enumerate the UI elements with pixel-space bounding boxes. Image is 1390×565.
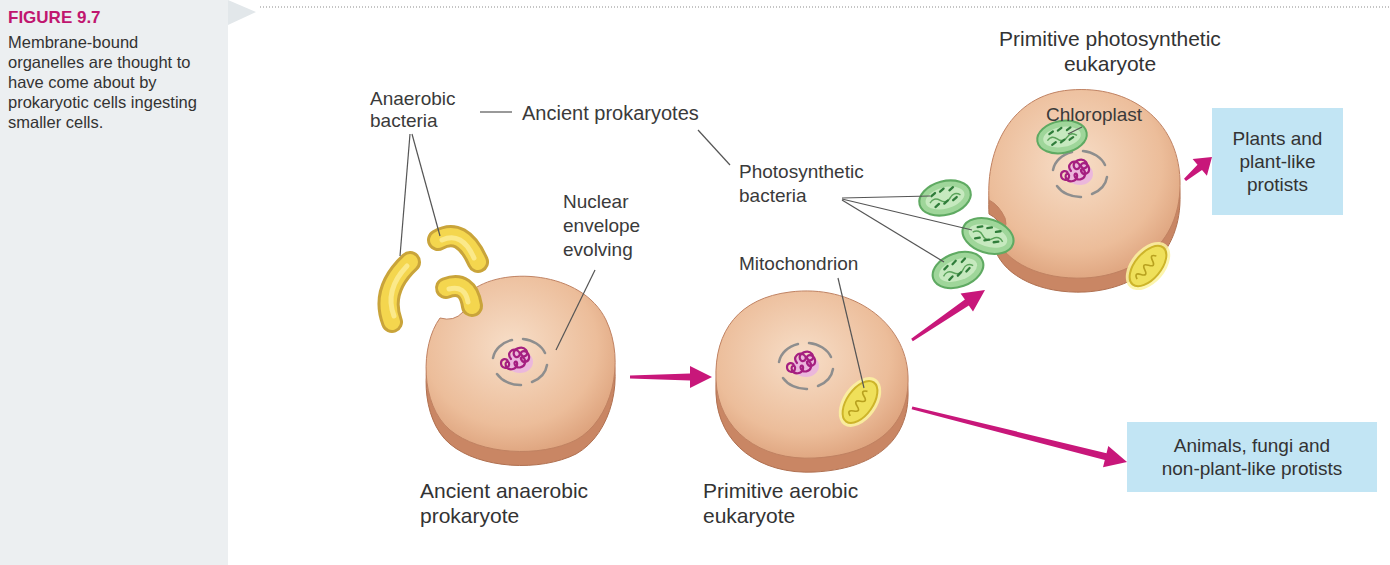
box-content: Animals, fungi and non-plant-like protis… — [1127, 422, 1377, 492]
bacterium-highlight — [391, 266, 407, 316]
bacterium-outline — [438, 236, 478, 262]
part-label: Anaerobic bacteria — [370, 88, 480, 132]
cell-label: Primitive photosynthetic eukaryote — [985, 26, 1235, 76]
part-label: Photosynthetic bacteria — [739, 160, 889, 208]
figure-number: FIGURE 9.7 — [8, 8, 101, 28]
arrow-shape — [912, 406, 1127, 467]
cell-top — [716, 291, 908, 458]
figure-caption: Membrane-bound organelles are thought to… — [8, 32, 208, 132]
part-label: Nuclear envelope evolving — [563, 190, 663, 262]
nucleus — [1053, 151, 1107, 197]
part-label: Mitochondrion — [739, 252, 889, 276]
flow-arrow — [911, 290, 985, 341]
leader-line — [412, 134, 440, 236]
flow-arrow — [630, 366, 712, 388]
box-label: Animals, fungi and non-plant-like protis… — [1156, 434, 1348, 480]
arrow-shape — [911, 290, 985, 341]
leader-line — [400, 134, 410, 256]
caption-panel — [0, 0, 228, 565]
arrow-shape — [630, 366, 712, 388]
photosynthetic-bacterium — [958, 212, 1018, 260]
group-box: Plants and plant-like protists — [1212, 108, 1343, 215]
leader-line — [556, 270, 595, 350]
bacterium-body — [389, 262, 410, 322]
photosynthetic-bacterium — [915, 175, 974, 221]
nucleus — [493, 339, 547, 385]
cell-node: Ancient anaerobic prokaryote — [425, 262, 630, 470]
bacterium-highlight — [449, 288, 468, 302]
bacterium-outline — [446, 286, 472, 306]
cell-top — [989, 90, 1180, 279]
dotted-rule — [260, 7, 1390, 8]
leader-line — [842, 200, 944, 262]
leader-line — [842, 196, 930, 198]
box-content: Plants and plant-like protists — [1212, 108, 1343, 215]
leader-lines — [400, 112, 1082, 388]
leader-line — [842, 199, 972, 230]
photosynthetic-bacteria — [915, 175, 1018, 295]
part-label: Chloroplast — [1046, 103, 1166, 127]
part-label: Ancient prokaryotes — [522, 101, 722, 125]
box-label: Plants and plant-like protists — [1220, 127, 1335, 196]
bacterium-body — [446, 286, 472, 306]
cell-node: Primitive aerobic eukaryote — [712, 285, 912, 477]
bacterium-outline — [389, 262, 410, 322]
bacterium-body — [438, 236, 478, 262]
leader-line — [480, 111, 512, 112]
cell-body — [425, 262, 630, 470]
bacterium-highlight — [442, 238, 474, 258]
group-box: Animals, fungi and non-plant-like protis… — [1127, 422, 1377, 492]
flow-arrow — [1184, 157, 1212, 181]
nucleus — [779, 343, 833, 389]
leader-line — [838, 278, 864, 388]
cell-label: Primitive aerobic eukaryote — [703, 478, 903, 528]
anaerobic-bacteria — [389, 236, 478, 322]
leader-line — [1068, 127, 1082, 134]
photosynthetic-bacterium — [928, 245, 989, 295]
panel-pointer — [228, 0, 256, 25]
cell-label: Ancient anaerobic prokaryote — [420, 478, 620, 528]
cell-body — [712, 285, 912, 477]
cell-top — [426, 276, 615, 451]
mitochondrion — [830, 369, 890, 434]
leader-line — [698, 130, 730, 165]
flow-arrow — [912, 406, 1127, 467]
mitochondrion — [1117, 234, 1179, 299]
arrow-shape — [1184, 157, 1212, 181]
